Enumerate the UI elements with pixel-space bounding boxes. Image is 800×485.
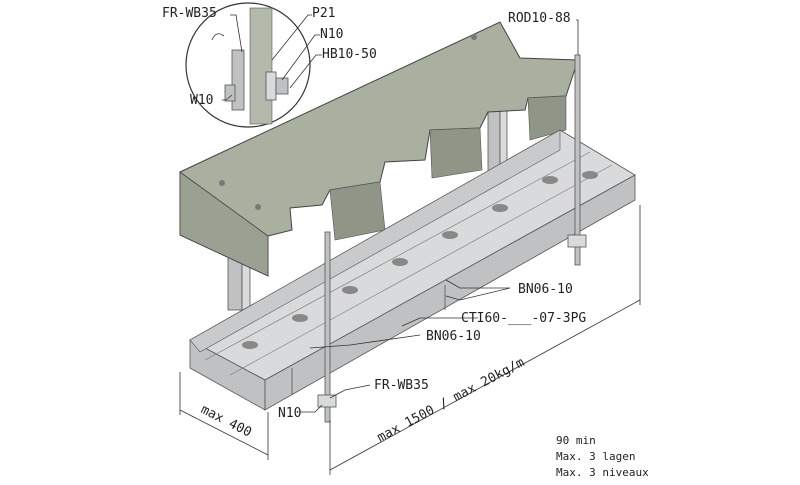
label-bn06-10-right: BN06-10 bbox=[518, 282, 573, 297]
label-n10-top: N10 bbox=[320, 27, 343, 42]
detail-inset bbox=[185, 2, 311, 128]
label-n10-bottom: N10 bbox=[278, 406, 301, 421]
label-fr-wb35-top: FR-WB35 bbox=[162, 6, 217, 21]
note-fire-rating: 90 min bbox=[556, 434, 596, 447]
note-layers-nl: Max. 3 lagen bbox=[556, 450, 635, 463]
label-w10: W10 bbox=[190, 93, 213, 108]
dimension-span: max 1500 / max 20kg/m bbox=[375, 355, 527, 445]
label-rod10-88: ROD10-88 bbox=[508, 11, 571, 26]
threaded-rod-left bbox=[317, 231, 337, 423]
label-p21: P21 bbox=[312, 6, 335, 21]
label-bn06-10-mid: BN06-10 bbox=[426, 329, 481, 344]
tray-perforations bbox=[242, 171, 598, 349]
label-hb10-50: HB10-50 bbox=[322, 47, 377, 62]
dimension-lines bbox=[179, 205, 641, 475]
concrete-slab bbox=[179, 21, 579, 277]
label-fr-wb35-bottom: FR-WB35 bbox=[374, 378, 429, 393]
leader-lines bbox=[222, 14, 579, 413]
label-cti60: CTI60-___-07-3PG bbox=[461, 311, 586, 326]
threaded-rod-right bbox=[567, 54, 587, 266]
dimension-width: max 400 bbox=[198, 402, 254, 440]
cable-tray bbox=[189, 129, 636, 411]
note-layers-fr: Max. 3 niveaux bbox=[556, 466, 649, 479]
